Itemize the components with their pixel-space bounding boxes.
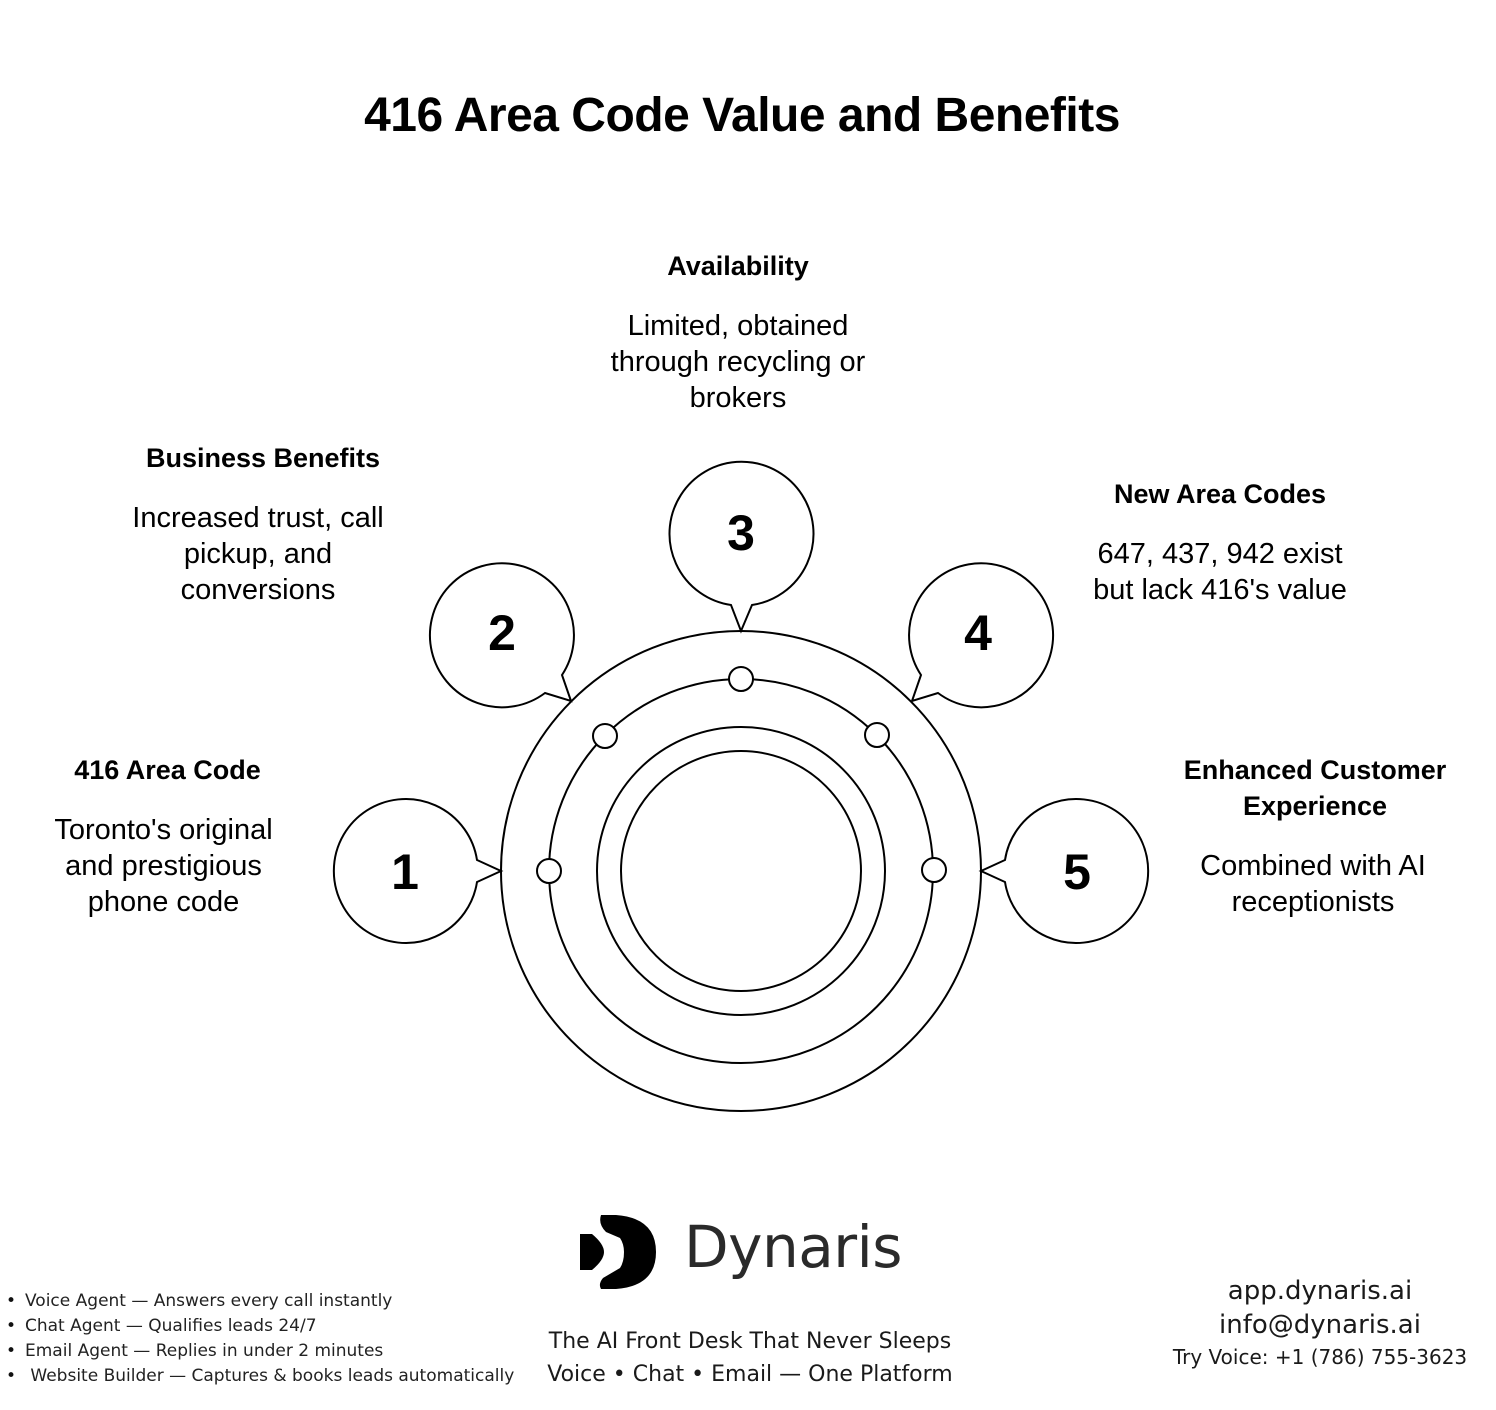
desc-line: brokers (689, 382, 787, 414)
node-3-heading: Availability (667, 251, 809, 281)
desc-line: conversions (180, 574, 336, 606)
node-5-label: Enhanced Customer Experience Combined wi… (1160, 752, 1470, 920)
node-3-description: Limited, obtained through recycling or b… (588, 308, 888, 416)
heading-line: Enhanced Customer (1183, 755, 1447, 785)
ring-marker-4 (864, 722, 890, 748)
dynaris-logo-icon (580, 1215, 656, 1289)
desc-line: and prestigious (65, 850, 262, 882)
inner-ring (596, 726, 886, 1016)
callout-bubble-2 (428, 562, 575, 709)
node-2-heading: Business Benefits (145, 443, 381, 473)
tagline: The AI Front Desk That Never Sleeps Voic… (500, 1325, 1000, 1391)
feature-item: Website Builder — Captures & books leads… (6, 1364, 514, 1389)
node-5-heading: Enhanced Customer Experience (1160, 752, 1470, 824)
desc-line: Combined with AI (1200, 850, 1426, 882)
ring-marker-5 (921, 857, 947, 883)
node-1-label: 416 Area Code Toronto's original and pre… (16, 752, 311, 920)
feature-item: Chat Agent — Qualifies leads 24/7 (6, 1314, 514, 1339)
desc-line: Limited, obtained (627, 310, 849, 342)
desc-line: but lack 416's value (1093, 574, 1347, 606)
node-4-description: 647, 437, 942 exist but lack 416's value (1070, 536, 1370, 608)
desc-line: 647, 437, 942 exist (1097, 538, 1343, 570)
feature-item: Voice Agent — Answers every call instant… (6, 1289, 514, 1314)
bubble-number-5: 5 (1063, 844, 1091, 900)
callout-bubble-5 (978, 798, 1150, 944)
heading-line: Experience (1242, 791, 1388, 821)
desc-line: through recycling or (610, 346, 866, 378)
tagline-line-2: Voice • Chat • Email — One Platform (547, 1362, 953, 1387)
node-5-description: Combined with AI receptionists (1156, 848, 1470, 920)
desc-line: phone code (87, 886, 240, 918)
ring-marker-3 (728, 666, 754, 692)
website-link[interactable]: app.dynaris.ai (1227, 1276, 1413, 1306)
bubble-number-4: 4 (964, 605, 992, 661)
phone-number[interactable]: Try Voice: +1 (786) 755-3623 (1172, 1345, 1468, 1369)
desc-line: Increased trust, call (132, 502, 384, 534)
node-3-label: Availability Limited, obtained through r… (588, 248, 888, 416)
bubble-number-2: 2 (488, 605, 516, 661)
email-link[interactable]: info@dynaris.ai (1219, 1310, 1421, 1340)
desc-line: pickup, and (183, 538, 333, 570)
bubble-number-3: 3 (727, 505, 755, 561)
node-1-description: Toronto's original and prestigious phone… (16, 812, 311, 920)
desc-line: Toronto's original (54, 814, 273, 846)
diagram-title: 416 Area Code Value and Benefits (364, 89, 1120, 142)
outer-ring (500, 630, 982, 1112)
node-4-label: New Area Codes 647, 437, 942 exist but l… (1070, 476, 1370, 608)
node-4-heading: New Area Codes (1113, 479, 1327, 509)
bubble-number-1: 1 (391, 844, 419, 900)
feature-item: Email Agent — Replies in under 2 minutes (6, 1339, 514, 1364)
contact-info: app.dynaris.ai info@dynaris.ai Try Voice… (1170, 1274, 1470, 1372)
brand-name: Dynaris (684, 1213, 902, 1281)
feature-list: Voice Agent — Answers every call instant… (6, 1289, 514, 1389)
core-ring (620, 750, 862, 992)
callout-bubble-4 (908, 562, 1055, 709)
node-2-label: Business Benefits Increased trust, call … (108, 440, 408, 608)
ring-marker-1 (536, 858, 562, 884)
callout-bubble-1 (332, 798, 504, 944)
ring-marker-2 (592, 723, 618, 749)
tagline-line-1: The AI Front Desk That Never Sleeps (548, 1329, 952, 1354)
desc-line: receptionists (1231, 886, 1395, 918)
node-1-heading: 416 Area Code (74, 755, 261, 785)
node-2-description: Increased trust, call pickup, and conver… (108, 500, 408, 608)
callout-bubble-3 (668, 460, 815, 634)
